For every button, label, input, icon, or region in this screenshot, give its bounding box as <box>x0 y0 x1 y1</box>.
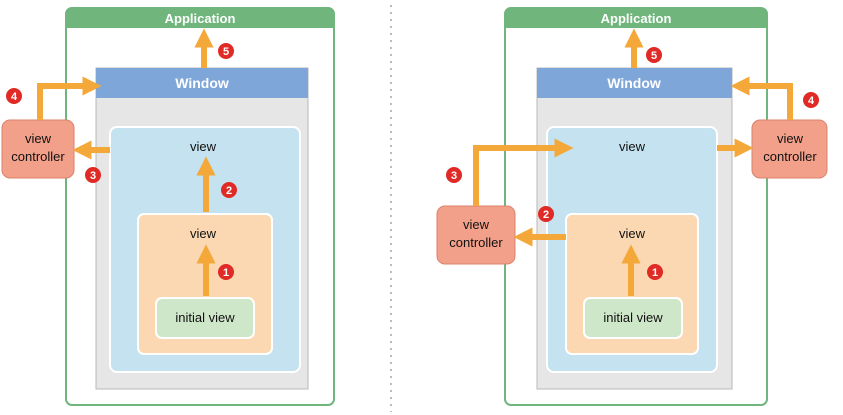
left-view-controller-label-line2: controller <box>11 149 65 164</box>
left-inner-view-label: view <box>190 226 217 241</box>
right-application-header <box>505 8 767 28</box>
left-initial-view-label: initial view <box>175 310 235 325</box>
svg-text:2: 2 <box>226 185 232 197</box>
right-outer-view-label: view <box>619 139 646 154</box>
right-diagram: Application Window view view initial vie… <box>436 7 828 406</box>
left-view-controller-label-line1: view <box>25 131 52 146</box>
right-view-controller-top-label-line2: controller <box>763 149 817 164</box>
right-application-label: Application <box>601 11 672 26</box>
left-application-header <box>66 8 334 28</box>
left-diagram: Application Window view view initial vie… <box>1 7 335 406</box>
right-window-label: Window <box>607 75 661 91</box>
right-step-badge-5: 5 <box>646 47 662 63</box>
left-step-badge-3: 3 <box>85 167 101 183</box>
right-view-controller-bottom-label-line2: controller <box>449 235 503 250</box>
left-step-badge-1: 1 <box>218 264 234 280</box>
svg-text:1: 1 <box>652 267 658 279</box>
svg-text:5: 5 <box>651 50 657 62</box>
left-arrow-4 <box>37 76 102 120</box>
right-step-badge-3: 3 <box>446 167 462 183</box>
left-step-badge-5: 5 <box>218 43 234 59</box>
left-initial-view <box>155 297 255 339</box>
left-window-label: Window <box>175 75 229 91</box>
left-application-label: Application <box>165 11 236 26</box>
right-view-controller-top-label-line1: view <box>777 131 804 146</box>
right-inner-view-label: view <box>619 226 646 241</box>
right-initial-view <box>583 297 683 339</box>
svg-text:4: 4 <box>808 95 815 107</box>
svg-text:3: 3 <box>451 170 457 182</box>
left-step-badge-2: 2 <box>221 182 237 198</box>
right-step-badge-2: 2 <box>538 206 554 222</box>
right-arrow-4 <box>730 76 793 120</box>
right-step-badge-4: 4 <box>803 92 819 108</box>
svg-text:1: 1 <box>223 267 229 279</box>
svg-text:5: 5 <box>223 46 229 58</box>
left-step-badge-4: 4 <box>6 88 22 104</box>
svg-text:2: 2 <box>543 209 549 221</box>
svg-text:4: 4 <box>11 91 18 103</box>
right-arrow-3 <box>473 138 574 206</box>
right-initial-view-label: initial view <box>603 310 663 325</box>
right-window-titlebar <box>537 68 732 98</box>
svg-text:3: 3 <box>90 170 96 182</box>
left-outer-view-label: view <box>190 139 217 154</box>
right-step-badge-1: 1 <box>647 264 663 280</box>
right-view-controller-bottom-label-line1: view <box>463 217 490 232</box>
left-window-titlebar <box>96 68 308 98</box>
